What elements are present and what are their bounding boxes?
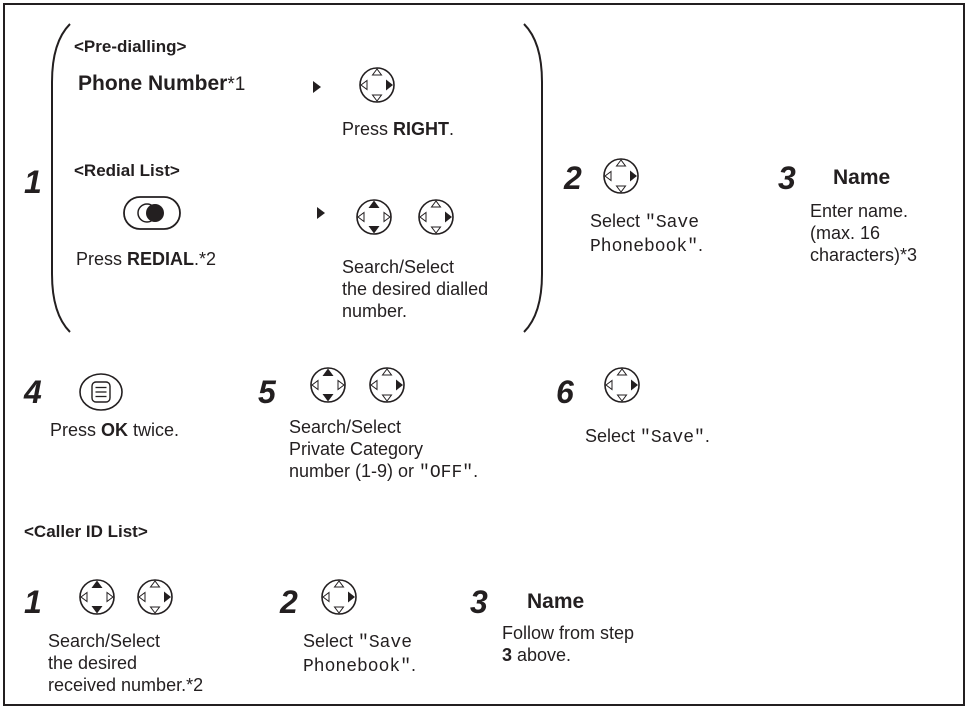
redial-button-icon <box>123 196 181 230</box>
navigator-updown-icon <box>310 367 346 403</box>
caller-step-2-text: Select "Save Phonebook". <box>303 631 417 677</box>
navigator-updown-icon <box>79 579 115 615</box>
instruction-frame <box>3 3 965 706</box>
caller-step-1-text: Search/Select the desired received numbe… <box>48 631 204 695</box>
caller-step-3-title: Name <box>527 590 585 613</box>
step-3-number: 3 <box>778 160 796 196</box>
press-redial-text: Press REDIAL.*2 <box>76 249 217 269</box>
navigator-right-icon <box>604 367 640 403</box>
step-3-title: Name <box>833 166 891 189</box>
bracket-right-icon <box>523 23 543 333</box>
step-5-number: 5 <box>258 374 276 410</box>
step-3-text: Enter name. (max. 16 characters)*3 <box>810 201 918 265</box>
step-4-text: Press OK twice. <box>50 420 180 440</box>
redial-list-header: <Redial List> <box>74 161 180 180</box>
arrow-right-icon <box>317 207 325 219</box>
step-6-text: Select "Save". <box>585 426 710 448</box>
pre-dialling-header: <Pre-dialling> <box>74 37 187 56</box>
bracket-left-icon <box>51 23 71 333</box>
caller-step-2-number: 2 <box>280 584 298 620</box>
press-right-text: Press RIGHT. <box>342 119 455 139</box>
navigator-right-icon <box>321 579 357 615</box>
step-6-number: 6 <box>556 374 574 410</box>
navigator-right-icon <box>137 579 173 615</box>
step-4-number: 4 <box>24 374 42 410</box>
navigator-right-icon <box>603 158 639 194</box>
step-2-number: 2 <box>564 160 582 196</box>
phone-number-label: Phone Number*1 <box>78 72 246 95</box>
navigator-right-icon <box>418 199 454 235</box>
step-2-text: Select "Save Phonebook". <box>590 211 704 257</box>
navigator-updown-icon <box>356 199 392 235</box>
arrow-right-icon <box>313 81 321 93</box>
ok-menu-button-icon <box>79 373 123 411</box>
caller-step-3-text: Follow from step 3 above. <box>502 623 635 665</box>
navigator-right-icon <box>369 367 405 403</box>
step-5-text: Search/Select Private Category number (1… <box>289 417 479 483</box>
step-1-number: 1 <box>24 164 42 200</box>
caller-step-1-number: 1 <box>24 584 42 620</box>
caller-step-3-number: 3 <box>470 584 488 620</box>
navigator-right-icon <box>359 67 395 103</box>
redial-search-text: Search/Select the desired dialled number… <box>342 257 489 321</box>
caller-id-list-header: <Caller ID List> <box>24 522 148 541</box>
